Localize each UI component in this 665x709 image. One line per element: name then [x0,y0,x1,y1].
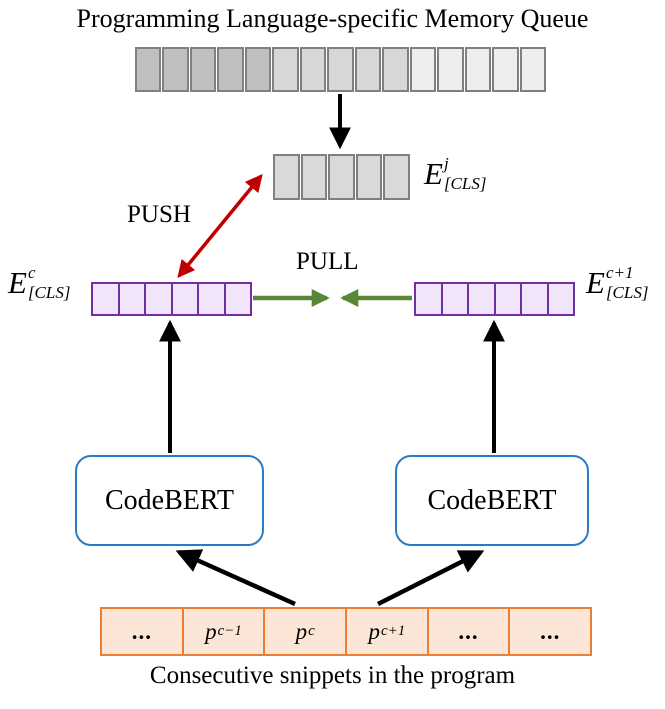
ecls-left-label-sup: c [27,263,36,282]
snippet-cell-subscript: c [308,623,315,639]
push-label: PUSH [127,201,191,228]
ecls-left-cell [197,284,224,314]
ecls-left-label-scripts: c [CLS] [28,264,71,301]
memory-queue-cell [189,47,217,92]
push-arrow [177,173,263,279]
ecls-left-label-base: E [8,265,27,300]
snippet-cell: ... [102,609,182,654]
snippet-cell: ... [426,609,509,654]
ecls-left-cell [93,284,118,314]
ecls-right-cell [493,284,520,314]
snippet-cell-subscript: c−1 [217,623,242,639]
ej-label-base: E [424,156,443,191]
ecls-left-cell [170,284,197,314]
ej-label-scripts: j [CLS] [444,155,487,192]
ej-bar [273,154,410,200]
memory-queue-cell [327,47,354,92]
ecls-left-label: E c [CLS] [8,264,70,301]
snippet-cell-text: p [368,619,380,644]
ecls-left-bar [91,282,252,316]
codebert-left-box: CodeBERT [75,455,264,546]
ecls-left-cell [117,284,144,314]
memory-queue-cell [382,47,409,92]
ecls-left-cell [223,284,250,314]
ecls-left-cell [144,284,171,314]
figure-title: Programming Language-specific Memory Que… [76,4,589,33]
memory-queue-cell [162,47,189,92]
memory-queue-cell [272,47,299,92]
ecls-left-label-sub: [CLS] [27,283,71,302]
ecls-right-label-sub: [CLS] [605,283,649,302]
ecls-right-label-sup: c+1 [605,263,634,282]
ej-label-sup: j [443,154,449,173]
snippet-cell-text: p [295,619,308,644]
ecls-right-cell [546,284,573,314]
codebert-right-box: CodeBERT [395,455,589,546]
ej-label: E j [CLS] [424,155,486,192]
memory-queue-cell [437,47,464,92]
ej-cell [355,154,383,200]
memory-queue-cell [519,47,547,92]
ecls-right-label: E c+1 [CLS] [586,264,648,301]
ecls-right-cell [416,284,441,314]
snippet-to-encoder-right-arrow [376,549,485,607]
ecls-right-label-scripts: c+1 [CLS] [606,264,649,301]
snippet-cell-text: ... [540,619,561,644]
codebert-right-label: CodeBERT [427,484,557,516]
figure-caption: Consecutive snippets in the program [149,662,516,689]
memory-queue-cell [135,47,162,92]
snippet-cell-text: ... [458,619,479,644]
ecls-right-cell [520,284,547,314]
memory-queue-cell [244,47,272,92]
snippet-cell-text: p [205,619,217,644]
snippet-cell-text: ... [131,619,152,644]
memory-queue-cell [464,47,492,92]
snippet-cell: ... [508,609,591,654]
snippet-cell-subscript: c+1 [380,623,406,639]
memory-queue-cell [354,47,382,92]
codebert-left-label: CodeBERT [105,484,234,516]
ej-cell [300,154,328,200]
ecls-right-label-base: E [586,265,605,300]
ej-label-sub: [CLS] [443,174,487,193]
memory-queue-bar [135,47,547,92]
memory-queue-cell [217,47,244,92]
ej-cell [383,154,410,200]
ecls-right-bar [414,282,575,316]
memory-queue-cell [409,47,437,92]
ej-cell [273,154,300,200]
memory-queue-cell [492,47,519,92]
snippet-to-encoder-left-arrow [175,549,296,607]
ecls-right-cell [440,284,467,314]
pull-label: PULL [296,248,359,275]
ecls-right-cell [467,284,494,314]
ej-cell [328,154,355,200]
memory-queue-cell [299,47,327,92]
